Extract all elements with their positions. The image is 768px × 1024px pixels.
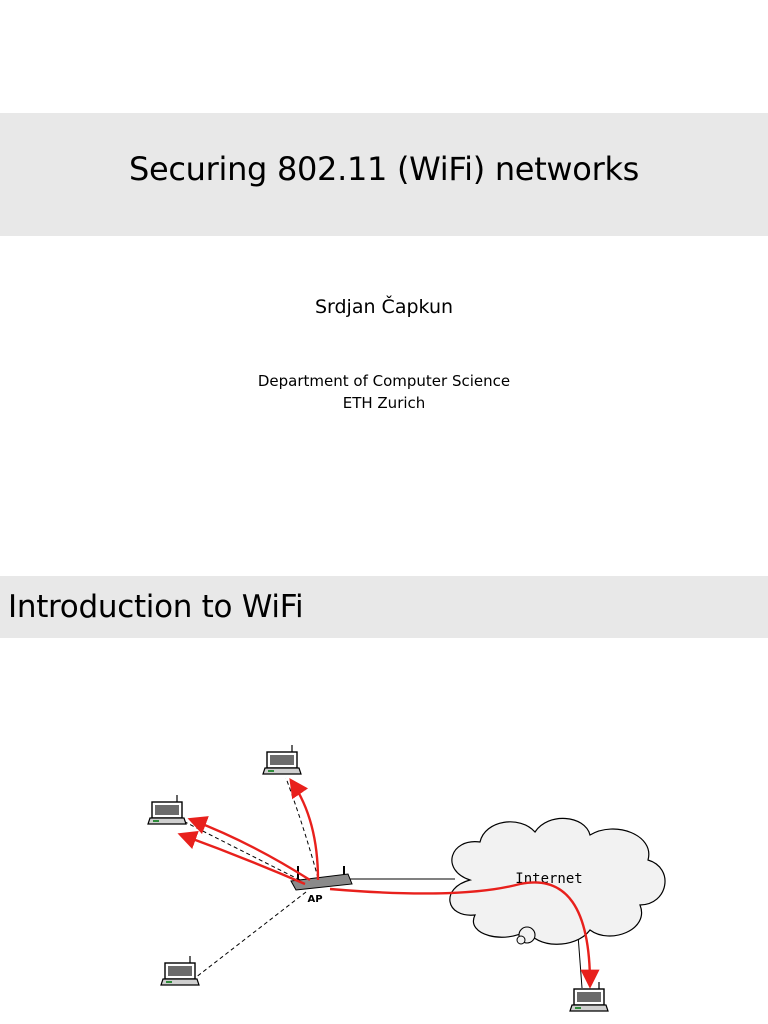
section-slide-header: Introduction to WiFi <box>0 576 768 638</box>
flow-to-left-laptop-lower <box>177 830 306 886</box>
author-name: Srdjan Čapkun <box>314 296 454 318</box>
section-title: Introduction to WiFi <box>8 589 304 625</box>
ap-label: AP <box>307 894 322 905</box>
traffic-flows <box>177 778 600 989</box>
flow-to-top-laptop <box>289 778 320 881</box>
laptop-icon-left <box>147 794 187 825</box>
cloud-to-laptop-link <box>577 934 583 989</box>
slide-title: Securing 802.11 (WiFi) networks <box>128 150 640 188</box>
link-ap-bottom-laptop <box>194 891 307 979</box>
link-ap-left-laptop <box>184 821 301 881</box>
laptop-icon-top <box>262 744 302 775</box>
access-point-icon <box>290 866 353 891</box>
title-slide-header: Securing 802.11 (WiFi) networks <box>0 113 768 236</box>
department-name: Department of Computer Science <box>257 372 511 390</box>
wifi-network-diagram: Internet AP <box>147 744 666 1012</box>
flow-to-left-laptop-upper <box>187 816 311 882</box>
institution-name: ETH Zurich <box>342 394 426 412</box>
flow-to-internet-laptop <box>329 881 600 989</box>
laptop-icon-bottom-left <box>160 955 200 986</box>
cloud-icon <box>449 817 666 945</box>
laptop-icon-bottom-right <box>569 981 609 1012</box>
affiliation: Department of Computer Science ETH Zuric… <box>0 370 768 414</box>
